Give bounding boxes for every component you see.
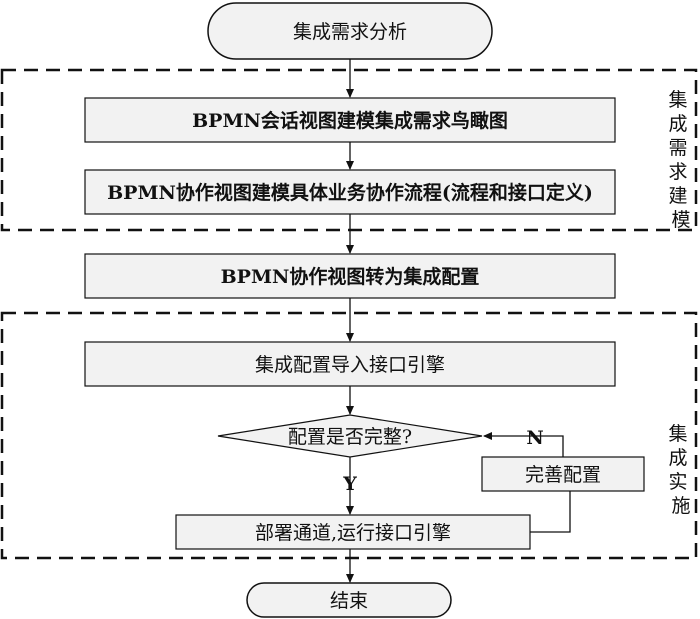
step-import-config-label: 集成配置导入接口引擎 (255, 354, 445, 376)
end-node-label: 结束 (330, 590, 368, 612)
step-collaboration-view (84, 169, 616, 215)
step-convert-to-config-label: BPMN协作视图转为集成配置 (221, 265, 480, 288)
branch-yes-label: Y (342, 473, 357, 495)
step-improve-config-label: 完善配置 (525, 464, 601, 486)
step-conversation-view (84, 97, 616, 143)
arrow-improve-to-decision (483, 432, 564, 457)
decision-config-complete (217, 414, 483, 458)
step-collaboration-view-label: BPMN协作视图建模具体业务协作流程(流程和接口定义) (107, 181, 593, 204)
step-improve-config (481, 456, 645, 492)
decision-config-complete-label: 配置是否完整? (288, 426, 412, 448)
start-node-label: 集成需求分析 (293, 21, 407, 43)
arrow-deploy-to-improve (530, 491, 571, 533)
step-deploy-run-label: 部署通道,运行接口引擎 (255, 522, 451, 544)
group-modeling-label: 集 成 需 求 建 模 (668, 89, 693, 231)
group-implementation-boundary (0, 311, 698, 560)
group-modeling-boundary (0, 68, 698, 232)
group-implementation-label: 集 成 实 施 (668, 423, 693, 517)
branch-no-label: N (526, 427, 543, 449)
end-node (246, 582, 452, 618)
step-conversation-view-label: BPMN会话视图建模集成需求鸟瞰图 (192, 109, 508, 132)
